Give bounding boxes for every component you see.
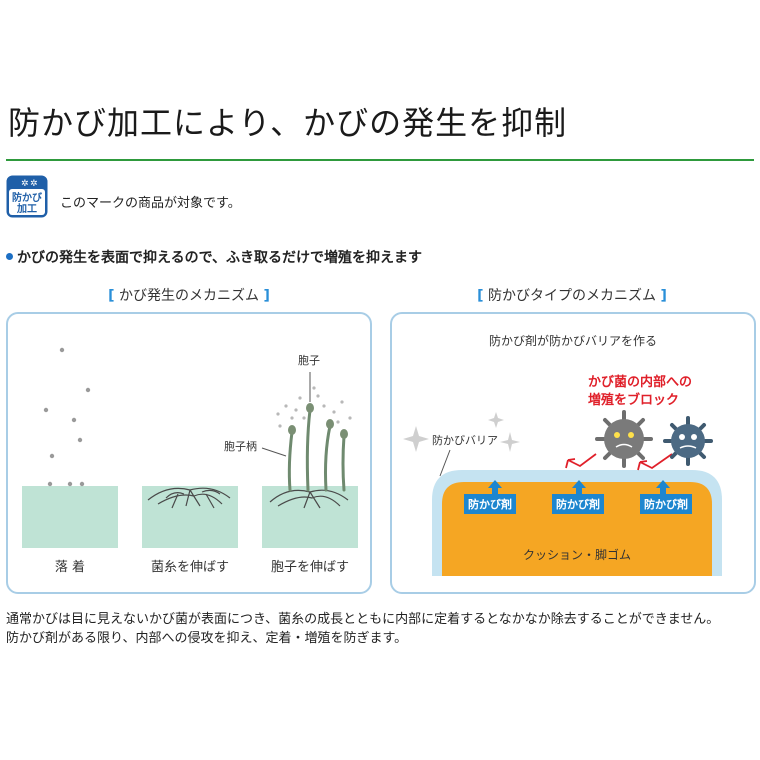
mold-germ-gray-icon — [595, 410, 653, 468]
badge-line1: 防かび — [12, 191, 42, 204]
left-section-title: [ かび発生のメカニズム ] — [108, 288, 270, 304]
badge-note: このマークの商品が対象です。 — [60, 196, 241, 211]
left-section-title-text: かび発生のメカニズム — [119, 288, 259, 304]
agent-tag-2: 防かび剤 — [552, 494, 604, 514]
surface-block-3 — [262, 486, 358, 548]
anti-mold-mechanism-panel: 防かび剤が防かびバリアを作る 防かびバリア かび菌の内部への 増殖をブロック 防… — [390, 312, 756, 594]
sparkle-icons — [403, 412, 520, 452]
mold-mechanism-diagram — [22, 347, 358, 548]
block-caption-line2: 増殖をブロック — [588, 393, 680, 408]
lead-bullet: かびの発生を表面で抑えるので、ふき取るだけで増殖を抑えます — [6, 247, 422, 267]
panel-subtitle: 防かび剤が防かびバリアを作る — [488, 334, 657, 348]
svg-text:✲: ✲ — [30, 179, 38, 189]
footer-line-1: 通常かびは目に見えないかび菌が表面につき、菌糸の成長とともに内部に定着するとなか… — [6, 612, 720, 627]
surface-block-2 — [142, 486, 238, 548]
mold-germ-blue-icon — [663, 416, 713, 466]
barrier-leader-line — [439, 449, 451, 477]
svg-text:✲: ✲ — [21, 179, 29, 189]
lead-text: かびの発生を表面で抑えるので、ふき取るだけで増殖を抑えます — [17, 250, 423, 266]
spore-heads — [288, 403, 348, 439]
title-divider — [6, 159, 754, 161]
agent-tag-1: 防かび剤 — [464, 494, 516, 514]
released-spores — [276, 386, 352, 428]
step-caption-1: 落 着 — [54, 560, 86, 575]
right-section-title-text: 防かびタイプのメカニズム — [488, 288, 656, 304]
agent-tag-3: 防かび剤 — [640, 494, 692, 514]
mold-mechanism-panel: 胞子 胞子柄 落 着 菌糸を伸ばす 胞子を伸ばす — [6, 312, 372, 594]
step-caption-2: 菌糸を伸ばす — [150, 560, 229, 575]
hyphae-roots — [269, 489, 349, 509]
barrier-label: 防かびバリア — [432, 434, 498, 447]
footer-line-2: 防かび剤がある限り、内部への侵攻を抑え、定着・増殖を防ぎます。 — [6, 631, 408, 646]
block-caption: かび菌の内部への 増殖をブロック — [588, 374, 692, 410]
step-caption-3: 胞子を伸ばす — [270, 560, 349, 575]
hyphae — [147, 487, 231, 509]
badge-line2: 加工 — [16, 202, 37, 215]
surface-block-1 — [22, 486, 118, 548]
page-title: 防かび加工により、かびの発生を抑制 — [8, 104, 568, 142]
bullet-icon — [6, 252, 13, 260]
right-section-title: [ 防かびタイプのメカニズム ] — [477, 288, 667, 304]
spore-label: 胞子 — [298, 354, 320, 367]
agent-up-arrows — [488, 480, 670, 494]
stalk-leader-line — [261, 447, 287, 457]
anti-mold-badge: ✲ ✲ 防かび 加工 — [6, 175, 48, 218]
base-label: クッション・脚ゴム — [522, 548, 631, 562]
stalk-label: 胞子柄 — [224, 440, 257, 453]
block-caption-line1: かび菌の内部への — [588, 375, 693, 390]
falling-spores — [43, 347, 91, 487]
block-arrows — [565, 453, 673, 471]
spore-stalks — [287, 408, 346, 492]
